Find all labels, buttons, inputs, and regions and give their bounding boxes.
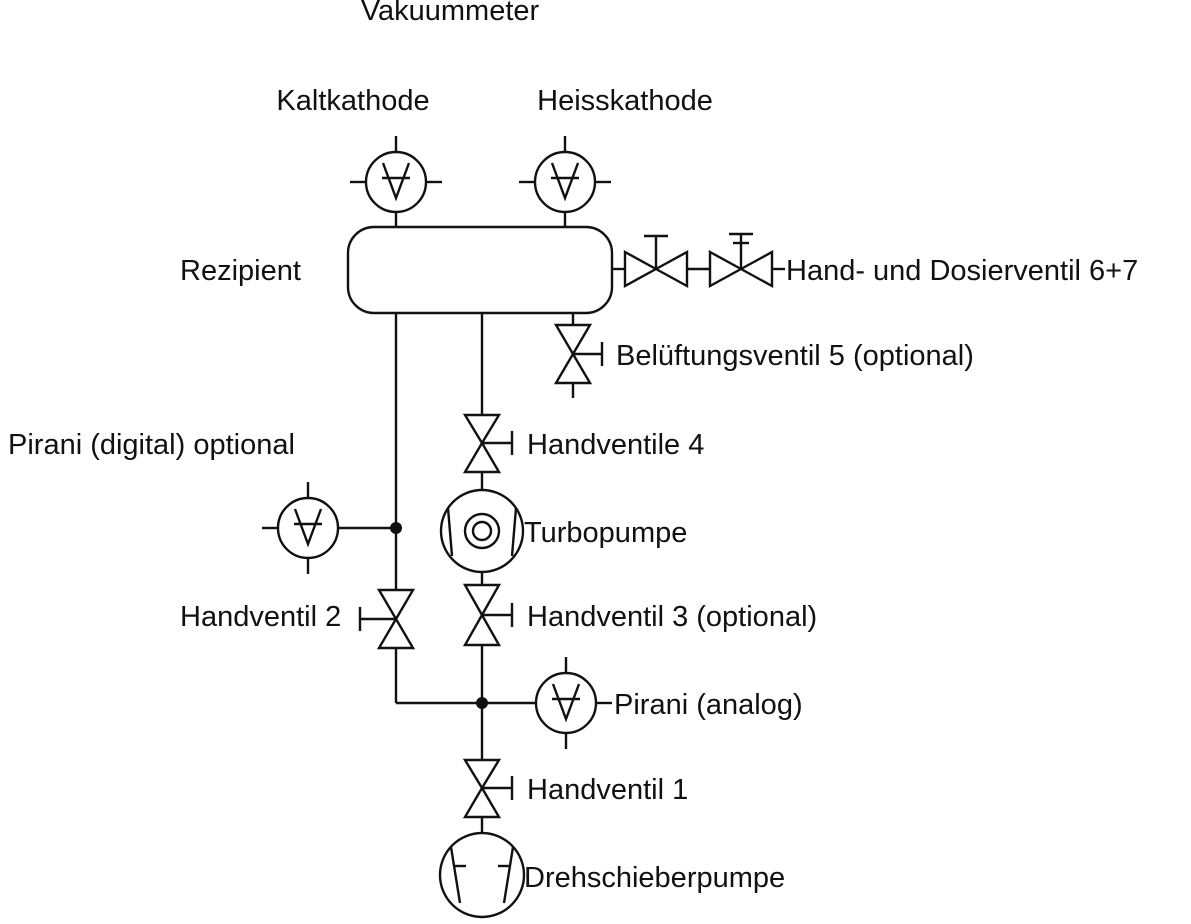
hand-valve-3-label: Handventil 3 (optional) (527, 601, 817, 633)
junction-dot (476, 697, 488, 709)
gauge-pirani-digital-icon (262, 482, 340, 574)
gauge-hot-cathode-icon (519, 136, 611, 214)
hand-valve-4-label: Handventile 4 (527, 429, 704, 461)
chamber-label: Rezipient (180, 255, 301, 287)
pipes (338, 212, 785, 833)
venting-valve-icon (553, 323, 604, 385)
pirani-digital-label: Pirani (digital) optional (8, 429, 295, 461)
junction-dot (390, 522, 402, 534)
hand-valve-1-icon (462, 758, 514, 819)
hot-cathode-label: Heisskathode (537, 85, 713, 117)
turbo-pump-icon (439, 488, 525, 574)
venting-valve-label: Belüftungsventil 5 (optional) (616, 340, 974, 372)
rotary-vane-pump-icon (438, 831, 526, 919)
dosing-valve-label: Hand- und Dosierventil 6+7 (786, 255, 1138, 287)
hand-valve-2-label: Handventil 2 (180, 601, 341, 633)
hand-valve-4-icon (462, 413, 514, 474)
hand-valve-2-icon (358, 588, 416, 650)
vacuum-gauges-header: Vakuummeter (361, 0, 540, 27)
hand-valve-1-label: Handventil 1 (527, 774, 688, 806)
gauge-pirani-analog-icon (534, 657, 612, 749)
chamber (346, 225, 614, 315)
turbo-pump-label: Turbopumpe (524, 517, 687, 549)
rotary-pump-label: Drehschieberpumpe (524, 862, 785, 894)
dosing-valve-7-icon (708, 232, 774, 289)
pirani-analog-label: Pirani (analog) (614, 689, 803, 721)
gauge-cold-cathode-icon (350, 136, 442, 214)
hand-valve-6-icon (623, 234, 689, 289)
hand-valve-3-icon (462, 583, 514, 647)
cold-cathode-label: Kaltkathode (276, 85, 429, 117)
